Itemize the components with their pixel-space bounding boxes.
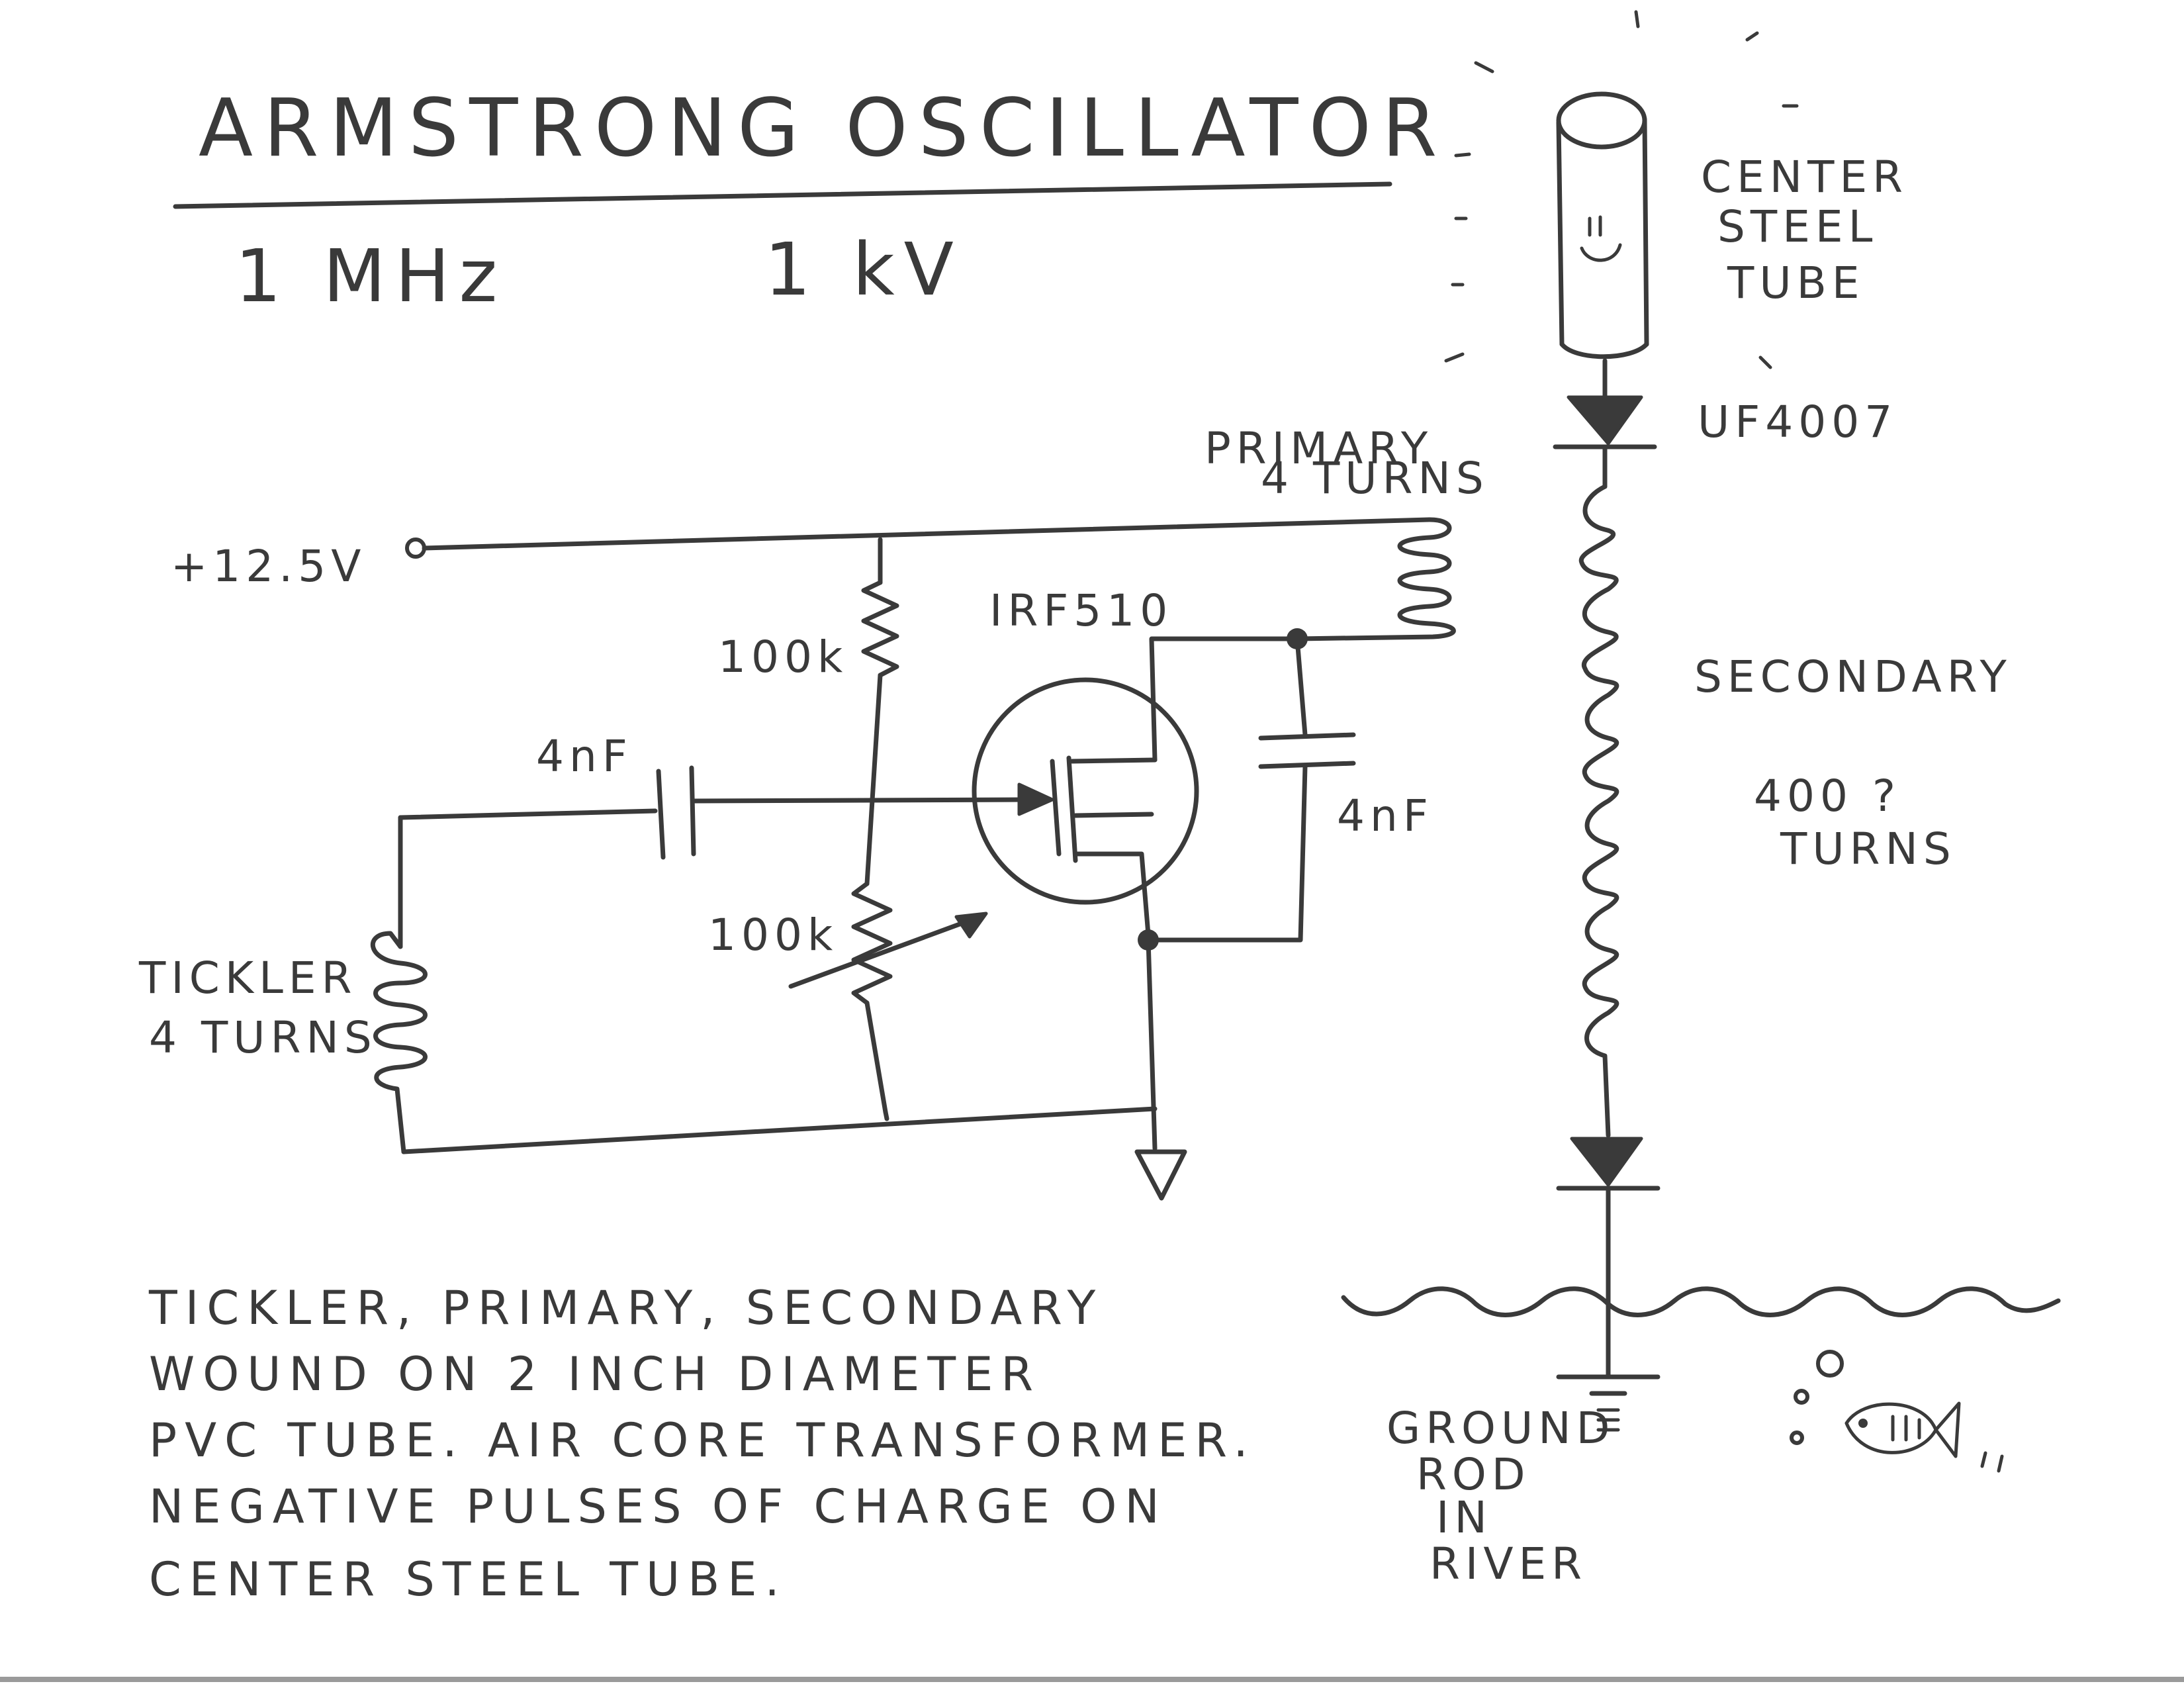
- secondary-label-2: 400 ?: [1754, 771, 1901, 821]
- primary-coil: [1295, 517, 1456, 641]
- supply-label: +12.5V: [171, 541, 366, 592]
- note-line-5: CENTER STEEL TUBE.: [149, 1552, 788, 1607]
- tickler-label-1: TICKLER: [138, 953, 357, 1004]
- tube-label-2: STEEL: [1717, 201, 1878, 252]
- primary-label-2: 4 TURNS: [1261, 453, 1489, 504]
- diode-bottom-body: [1570, 1137, 1643, 1187]
- secondary-coil: [1578, 484, 1619, 1138]
- mosfet-source-lead: [1073, 851, 1151, 937]
- tube-label-1: CENTER: [1701, 152, 1908, 203]
- wire-gate: [691, 797, 1025, 804]
- ground-label-2: ROD: [1416, 1449, 1531, 1500]
- cap-drain-plate-bottom: [1258, 761, 1356, 769]
- primary-label-1: PRIMARY: [1205, 423, 1433, 474]
- note-line-3: PVC TUBE. AIR CORE TRANSFORMER.: [149, 1413, 1256, 1468]
- ground-label-4: RIVER: [1430, 1538, 1587, 1589]
- resistor-top-label: 100k: [718, 632, 848, 682]
- variable-arrow-shaft: [788, 914, 982, 989]
- diagram-title: ARMSTRONG OSCILLATOR: [199, 83, 1447, 175]
- tube-glow-marks: [1444, 10, 1799, 369]
- resistor-top: [861, 580, 899, 678]
- river-waves: [1341, 1286, 2061, 1317]
- tube-top: [1556, 91, 1647, 150]
- tube-right-edge: [1642, 117, 1649, 347]
- mosfet-body-stub: [1073, 812, 1154, 818]
- transistor-label: IRF510: [989, 585, 1173, 636]
- cap-drain-label: 4nF: [1337, 790, 1433, 841]
- wire-cap-drain-top: [1295, 636, 1308, 737]
- wire-cap-left: [398, 808, 658, 820]
- mosfet-gate-bar: [1050, 759, 1062, 857]
- diode-label: UF4007: [1698, 397, 1897, 447]
- cap-drain-plate-top: [1258, 732, 1356, 741]
- ground-symbol: [1134, 1149, 1187, 1201]
- secondary-label-1: SECONDARY: [1694, 651, 2012, 702]
- tube-label-3: TUBE: [1727, 258, 1865, 308]
- tube-left-edge: [1556, 120, 1565, 347]
- diode-top-body: [1567, 395, 1643, 445]
- supply-rail-wire: [422, 517, 1432, 551]
- voltage-spec: 1 kV: [764, 227, 963, 312]
- wire-source-ground: [1146, 937, 1158, 1151]
- junction-bottom: [883, 1109, 889, 1121]
- supply-terminal: [405, 538, 426, 559]
- tickler-label-2: 4 TURNS: [149, 1012, 377, 1063]
- mosfet-body: [972, 677, 1199, 905]
- title-underline: [173, 181, 1392, 209]
- cap-input-plate-right: [689, 765, 696, 857]
- tube-smiley-face: [1580, 215, 1622, 262]
- tube-bottom: [1559, 342, 1649, 359]
- resistor-bottom-label: 100k: [708, 910, 838, 961]
- mosfet-drain-stub: [1069, 757, 1158, 764]
- tickler-coil: [370, 931, 428, 1154]
- ground-label-1: GROUND: [1387, 1403, 1615, 1454]
- ground-label-3: IN: [1436, 1492, 1492, 1543]
- cap-input-label: 4nF: [536, 731, 633, 782]
- wire-r2-bottom: [864, 1000, 888, 1115]
- note-line-4: NEGATIVE PULSES OF CHARGE ON: [149, 1479, 1167, 1534]
- variable-arrow-head: [954, 912, 988, 939]
- secondary-label-3: TURNS: [1780, 823, 1956, 874]
- wire-r1-r2: [864, 673, 883, 886]
- ground-rod-marks: [1596, 1408, 1620, 1432]
- note-line-2: WOUND ON 2 INCH DIAMETER: [149, 1347, 1041, 1401]
- frequency-spec: 1 MHz: [235, 234, 506, 318]
- wire-cap-drain-bottom: [1146, 764, 1308, 943]
- resistor-bottom: [851, 881, 893, 1006]
- note-line-1: TICKLER, PRIMARY, SECONDARY: [148, 1281, 1103, 1335]
- fish-doodle: [1790, 1350, 2004, 1473]
- gate-arrow: [1017, 782, 1054, 816]
- bottom-return-wire: [401, 1106, 1158, 1154]
- cap-input-plate-left: [656, 769, 666, 860]
- drain-wire: [1149, 636, 1300, 763]
- mosfet-channel: [1066, 755, 1078, 863]
